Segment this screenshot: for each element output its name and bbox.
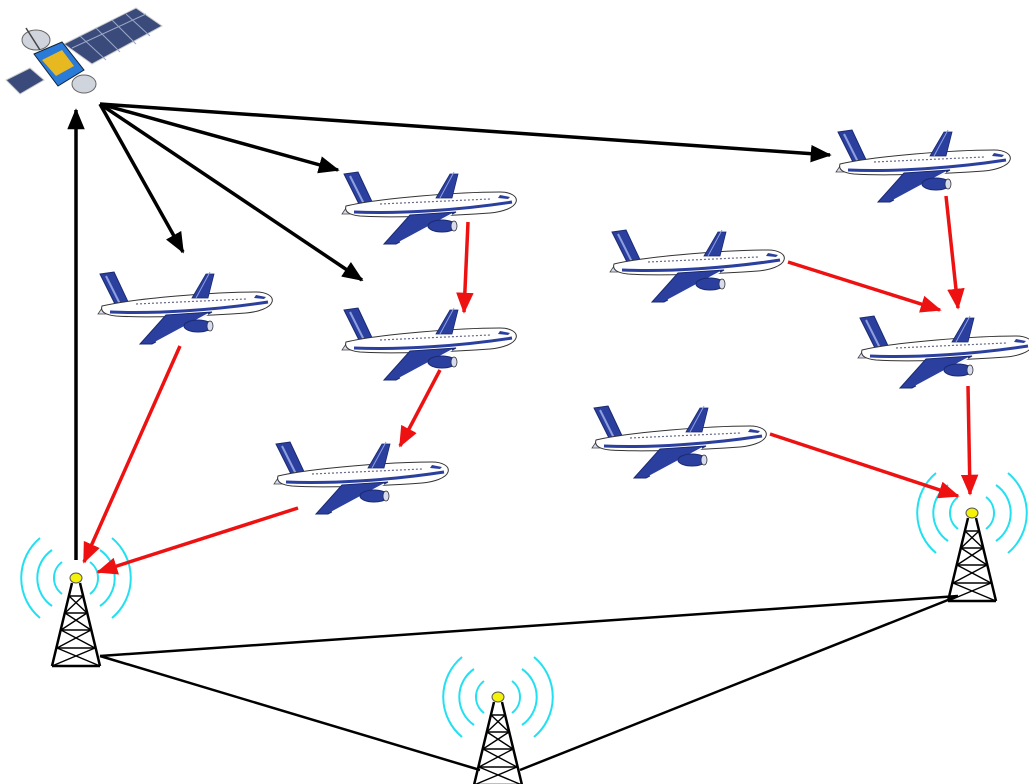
satellite-link-arrow bbox=[99, 102, 364, 282]
satellite-link-arrow bbox=[99, 102, 340, 174]
satellite-link-arrow bbox=[98, 103, 185, 254]
satellite-icon bbox=[5, 7, 163, 95]
airplane-icon bbox=[856, 314, 1029, 390]
air-link-arrow bbox=[787, 260, 942, 313]
airplane-icon bbox=[608, 228, 786, 304]
air-links bbox=[82, 195, 979, 575]
airplane-icon bbox=[590, 404, 768, 480]
air-link-arrow bbox=[769, 432, 960, 499]
airplanes bbox=[96, 128, 1029, 516]
ground-link-left-bottom bbox=[99, 654, 481, 772]
air-link-arrow bbox=[82, 345, 182, 564]
airplane-icon bbox=[96, 270, 274, 346]
airplane-icon bbox=[340, 306, 518, 382]
air-link-arrow bbox=[398, 369, 442, 448]
satellite-links bbox=[67, 102, 832, 560]
airplane-icon bbox=[340, 170, 518, 246]
air-link-arrow bbox=[456, 221, 474, 314]
ground-link-left-right bbox=[99, 594, 959, 658]
air-link-arrow bbox=[944, 195, 965, 310]
satellite-link-arrow bbox=[99, 102, 832, 163]
air-link-arrow bbox=[960, 385, 979, 496]
tower-icon bbox=[915, 471, 1029, 603]
air-link-arrow bbox=[96, 506, 299, 575]
ground-link-bottom-right bbox=[519, 594, 959, 772]
airplane-icon bbox=[272, 440, 450, 516]
airplane-icon bbox=[834, 128, 1012, 204]
ground-links bbox=[99, 594, 959, 772]
